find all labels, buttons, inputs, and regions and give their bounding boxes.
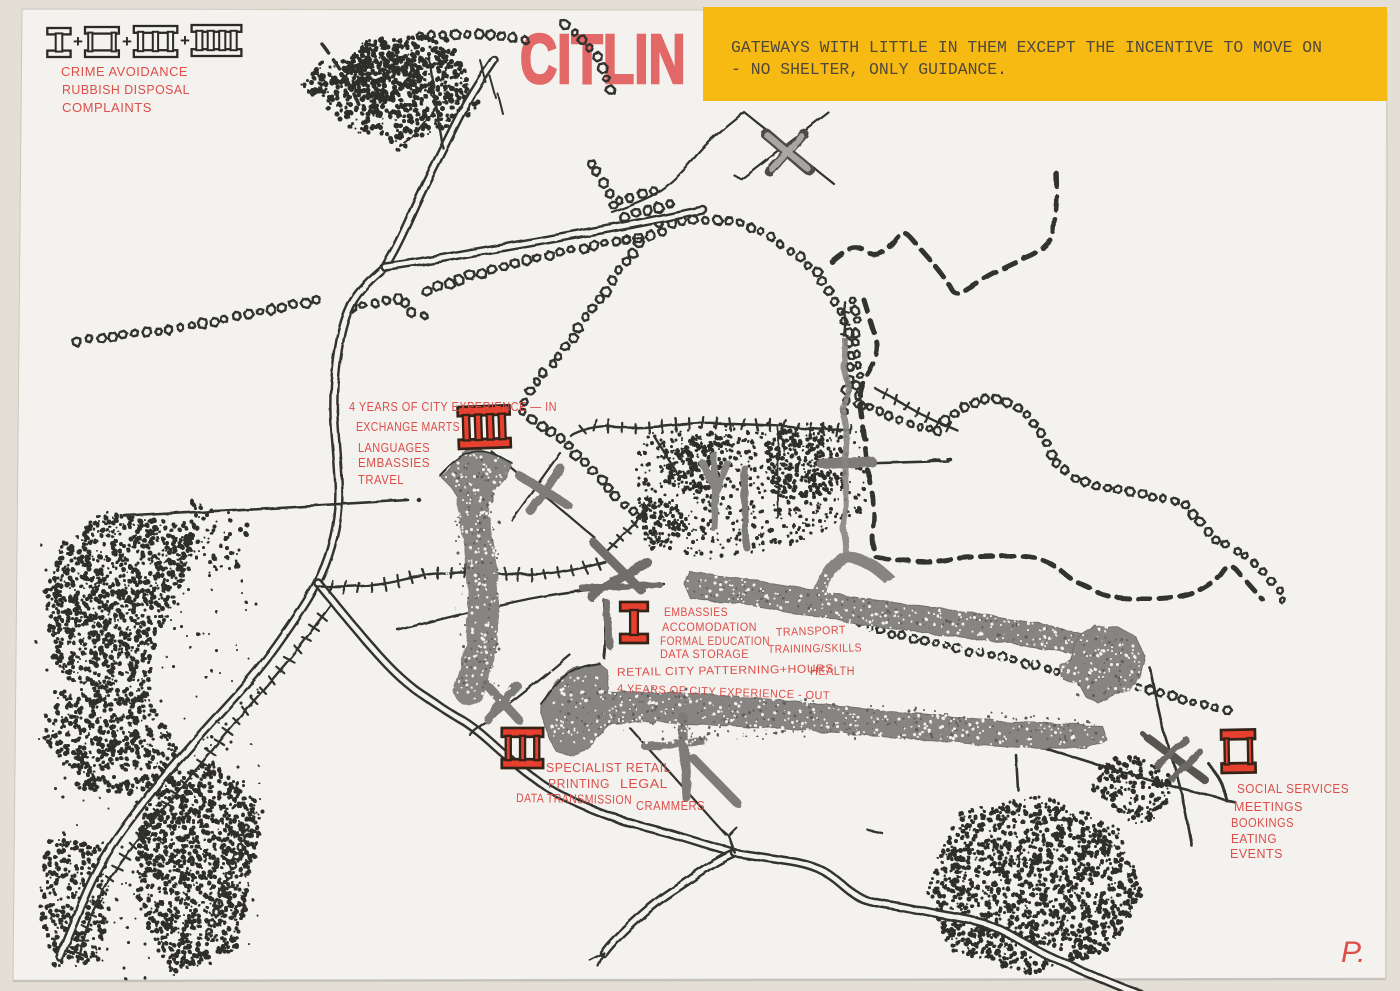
svg-text:CRAMMERS: CRAMMERS bbox=[636, 799, 705, 813]
svg-text:+: + bbox=[180, 31, 190, 50]
svg-text:CITLIN: CITLIN bbox=[520, 20, 686, 99]
svg-text:RETAIL CITY PATTERNING+HOURS: RETAIL CITY PATTERNING+HOURS bbox=[617, 663, 834, 679]
svg-text:SOCIAL SERVICES: SOCIAL SERVICES bbox=[1237, 782, 1349, 796]
svg-text:DATA TRANSMISSION: DATA TRANSMISSION bbox=[516, 791, 632, 807]
svg-text:+: + bbox=[73, 32, 83, 51]
svg-text:LANGUAGES: LANGUAGES bbox=[358, 441, 430, 455]
svg-text:TRANSPORT: TRANSPORT bbox=[776, 625, 846, 639]
svg-text:EMBASSIES: EMBASSIES bbox=[358, 456, 430, 470]
svg-text:MEETINGS: MEETINGS bbox=[1234, 800, 1303, 814]
svg-text:TRAVEL: TRAVEL bbox=[358, 473, 404, 487]
svg-text:PRINTING: PRINTING bbox=[548, 777, 610, 791]
svg-text:HEALTH: HEALTH bbox=[810, 666, 855, 678]
svg-text:CRIME AVOIDANCE: CRIME AVOIDANCE bbox=[61, 65, 188, 79]
svg-text:EMBASSIES: EMBASSIES bbox=[664, 607, 728, 619]
svg-text:4 YEARS OF CITY EXPERIENCE — I: 4 YEARS OF CITY EXPERIENCE — IN bbox=[349, 400, 557, 414]
svg-text:LEGAL: LEGAL bbox=[620, 777, 668, 791]
svg-text:BOOKINGS: BOOKINGS bbox=[1231, 816, 1294, 830]
svg-text:- NO SHELTER, ONLY GUIDANCE.: - NO SHELTER, ONLY GUIDANCE. bbox=[731, 61, 1007, 79]
svg-text:EATING: EATING bbox=[1231, 832, 1277, 846]
svg-text:ACCOMODATION: ACCOMODATION bbox=[662, 622, 757, 634]
svg-text:EXCHANGE MARTS: EXCHANGE MARTS bbox=[356, 420, 460, 434]
svg-text:GATEWAYS WITH LITTLE IN THEM E: GATEWAYS WITH LITTLE IN THEM EXCEPT THE … bbox=[731, 39, 1322, 57]
svg-text:SPECIALIST RETAIL: SPECIALIST RETAIL bbox=[546, 761, 671, 775]
svg-text:DATA STORAGE: DATA STORAGE bbox=[660, 649, 749, 661]
svg-text:EVENTS: EVENTS bbox=[1230, 847, 1283, 861]
svg-text:RUBBISH DISPOSAL: RUBBISH DISPOSAL bbox=[62, 83, 190, 97]
svg-text:P.: P. bbox=[1341, 936, 1365, 969]
svg-text:+: + bbox=[122, 32, 132, 51]
svg-text:FORMAL EDUCATION: FORMAL EDUCATION bbox=[660, 636, 770, 648]
svg-text:COMPLAINTS: COMPLAINTS bbox=[62, 101, 152, 115]
svg-text:TRAINING/SKILLS: TRAINING/SKILLS bbox=[768, 642, 862, 656]
